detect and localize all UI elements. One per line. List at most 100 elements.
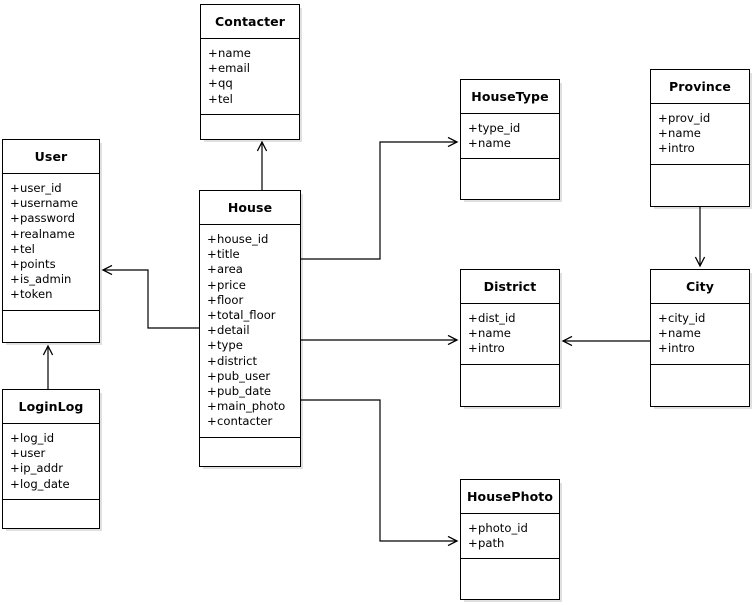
attribute-row: +name bbox=[651, 326, 749, 341]
attribute-row: +password bbox=[3, 211, 99, 226]
attribute-name: district bbox=[217, 353, 258, 368]
attribute-row: +price bbox=[200, 278, 300, 293]
attribute-row: +log_date bbox=[3, 477, 99, 492]
uml-class-loginlog[interactable]: LoginLog+log_id+user+ip_addr+log_date bbox=[2, 389, 100, 529]
uml-class-district[interactable]: District+dist_id+name+intro bbox=[460, 269, 560, 407]
uml-class-province[interactable]: Province +prov_id+name+intro bbox=[650, 69, 750, 207]
class-operations-housetype bbox=[461, 159, 559, 178]
class-name-housetype: HouseType bbox=[461, 80, 559, 114]
attribute-row: +main_photo bbox=[200, 399, 300, 414]
class-operations-housephoto bbox=[461, 559, 559, 578]
attribute-name: intro bbox=[478, 341, 505, 356]
class-name-province: Province bbox=[651, 70, 749, 104]
attribute-row: +pub_date bbox=[200, 384, 300, 399]
attribute-row: +prov_id bbox=[651, 111, 749, 126]
attribute-name: detail bbox=[217, 323, 250, 338]
connector-house-to-contacter[interactable] bbox=[256, 140, 268, 190]
connector-house-to-district[interactable] bbox=[301, 334, 459, 346]
attribute-row: +detail bbox=[200, 323, 300, 338]
visibility-marker: + bbox=[207, 247, 217, 262]
attribute-row: +dist_id bbox=[461, 311, 559, 326]
visibility-marker: + bbox=[658, 311, 668, 325]
attribute-row: +type bbox=[200, 338, 300, 353]
attribute-name: intro bbox=[668, 341, 695, 356]
attribute-name: email bbox=[218, 61, 250, 76]
attribute-name: name bbox=[668, 326, 701, 341]
attribute-row: +total_floor bbox=[200, 308, 300, 323]
attribute-name: name bbox=[478, 326, 511, 341]
attribute-row: +contacter bbox=[200, 414, 300, 429]
class-name-district: District bbox=[461, 270, 559, 304]
attribute-name: total_floor bbox=[217, 308, 276, 323]
uml-class-housetype[interactable]: HouseType+type_id+name bbox=[460, 79, 560, 200]
attribute-name: house_id bbox=[217, 232, 269, 246]
connector-city-to-district[interactable] bbox=[561, 335, 650, 347]
attribute-row: +photo_id bbox=[461, 521, 559, 536]
attribute-row: +pub_user bbox=[200, 369, 300, 384]
attribute-name: name bbox=[478, 136, 511, 151]
class-attributes-city: +city_id+name+intro bbox=[651, 304, 749, 365]
connector-loginlog-to-user[interactable] bbox=[42, 344, 54, 389]
attribute-name: intro bbox=[668, 141, 695, 156]
visibility-marker: + bbox=[658, 141, 668, 156]
class-name-house: House bbox=[200, 191, 300, 225]
attribute-row: +realname bbox=[3, 227, 99, 242]
class-name-housephoto: HousePhoto bbox=[461, 480, 559, 514]
uml-class-user[interactable]: User+user_id+username+password+realname+… bbox=[2, 139, 100, 343]
visibility-marker: + bbox=[10, 196, 20, 211]
attribute-row: +area bbox=[200, 262, 300, 277]
uml-class-housephoto[interactable]: HousePhoto +photo_id+path bbox=[460, 479, 560, 600]
visibility-marker: + bbox=[207, 384, 217, 399]
attribute-row: +username bbox=[3, 196, 99, 211]
attribute-row: +log_id bbox=[3, 431, 99, 446]
attribute-name: is_admin bbox=[20, 272, 72, 287]
visibility-marker: + bbox=[208, 91, 218, 106]
attribute-name: path bbox=[478, 536, 505, 551]
class-attributes-housetype: +type_id+name bbox=[461, 114, 559, 160]
attribute-name: tel bbox=[20, 241, 35, 256]
visibility-marker: + bbox=[10, 476, 20, 491]
visibility-marker: + bbox=[468, 536, 478, 551]
class-operations-contacter bbox=[201, 115, 299, 134]
visibility-marker: + bbox=[10, 431, 20, 445]
attribute-name: realname bbox=[20, 226, 75, 241]
visibility-marker: + bbox=[207, 232, 217, 246]
class-operations-loginlog bbox=[3, 500, 99, 519]
attribute-name: username bbox=[20, 196, 78, 211]
attribute-name: qq bbox=[218, 76, 233, 91]
attribute-row: +name bbox=[461, 136, 559, 151]
class-attributes-loginlog: +log_id+user+ip_addr+log_date bbox=[3, 424, 99, 500]
attribute-name: ip_addr bbox=[20, 461, 63, 476]
class-name-city: City bbox=[651, 270, 749, 304]
uml-class-city[interactable]: City+city_id+name+intro bbox=[650, 269, 750, 407]
visibility-marker: + bbox=[10, 241, 20, 256]
attribute-name: photo_id bbox=[478, 521, 528, 535]
class-attributes-house: +house_id+title+area+price+floor+total_f… bbox=[200, 225, 300, 438]
attribute-row: +name bbox=[201, 46, 299, 61]
visibility-marker: + bbox=[658, 341, 668, 356]
attribute-row: +floor bbox=[200, 293, 300, 308]
connector-house-to-user[interactable] bbox=[101, 264, 199, 329]
attribute-name: token bbox=[20, 287, 53, 302]
class-operations-user bbox=[3, 311, 99, 330]
connector-house-to-housetype[interactable] bbox=[301, 136, 459, 260]
connector-house-to-housephoto[interactable] bbox=[301, 399, 459, 547]
class-name-loginlog: LoginLog bbox=[3, 390, 99, 424]
attribute-row: +email bbox=[201, 61, 299, 76]
visibility-marker: + bbox=[207, 353, 217, 368]
attribute-name: main_photo bbox=[217, 399, 286, 414]
uml-class-contacter[interactable]: Contacter+name+email+qq+tel bbox=[200, 4, 300, 140]
visibility-marker: + bbox=[10, 287, 20, 302]
attribute-row: +city_id bbox=[651, 311, 749, 326]
attribute-row: +house_id bbox=[200, 232, 300, 247]
class-operations-house bbox=[200, 438, 300, 457]
attribute-name: user_id bbox=[20, 181, 62, 195]
attribute-name: title bbox=[217, 247, 240, 262]
class-operations-district bbox=[461, 365, 559, 384]
uml-class-house[interactable]: House+house_id+title+area+price+floor+to… bbox=[199, 190, 301, 467]
connector-province-to-city[interactable] bbox=[694, 207, 706, 268]
attribute-row: +name bbox=[651, 126, 749, 141]
attribute-row: +intro bbox=[461, 341, 559, 356]
